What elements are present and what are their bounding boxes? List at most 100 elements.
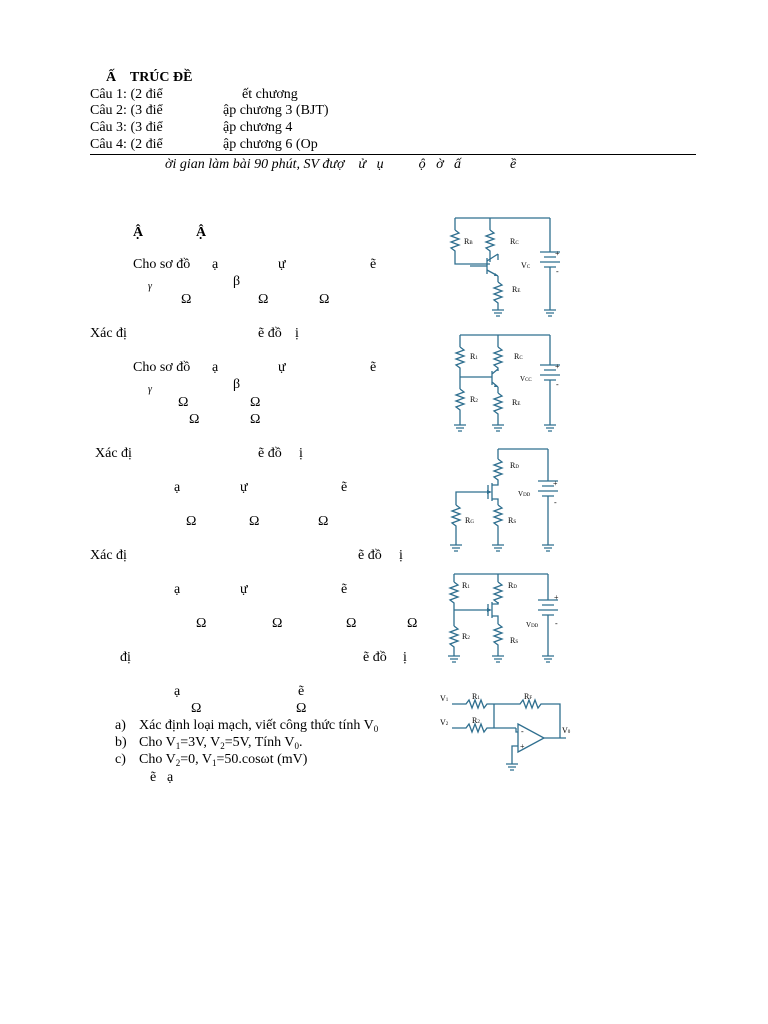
- c5-noninv-sign: +: [520, 742, 525, 751]
- question-3-prefix: Câu 3: (3 điể: [90, 120, 163, 135]
- c2-vcc-label: VCC: [520, 375, 532, 383]
- p5-omega-2: Ω: [296, 701, 307, 716]
- p3-text-3: ẽ: [341, 480, 348, 495]
- p4-text-1: ạ: [174, 582, 181, 597]
- p2-gamma: γ: [148, 384, 152, 395]
- p5-text-2: ẽ: [298, 684, 305, 699]
- p2-omega-3: Ω: [189, 412, 200, 427]
- c4-plus: +: [554, 593, 559, 602]
- c2-rc-label: RC: [514, 352, 523, 361]
- c5-v1-label: V1: [440, 694, 449, 703]
- section-heading-b: Ậ: [196, 225, 207, 240]
- p3-ask-2: ẽ đồ: [358, 548, 382, 563]
- p5-text-1: ạ: [174, 684, 181, 699]
- c5-inv-sign: -: [521, 727, 524, 736]
- p4-ask-1: đị: [120, 650, 131, 665]
- p3-omega-1: Ω: [186, 514, 197, 529]
- p3-text-1: ạ: [174, 480, 181, 495]
- c1-rb-label: RB: [464, 237, 473, 246]
- question-1-rest: ết chương: [242, 87, 298, 102]
- section-heading-a: Ậ: [133, 225, 144, 240]
- p4-omega-1: Ω: [196, 616, 207, 631]
- c2-r2-label: R2: [470, 395, 478, 404]
- p2-text-2: ạ: [212, 360, 219, 375]
- c3-rd-label: RD: [510, 461, 519, 470]
- c4-minus: -: [555, 619, 558, 628]
- item-a-marker: a): [115, 718, 126, 733]
- c2-r1-label: R1: [470, 352, 478, 361]
- exam-title: Ấ TRÚC ĐỀ: [106, 70, 193, 85]
- p2-ask-2: ẽ đồ: [258, 446, 282, 461]
- c3-minus: -: [554, 498, 557, 507]
- item-c-text: Cho V2=0, V1=50.cosωt (mV): [139, 752, 308, 768]
- item-b-marker: b): [115, 735, 127, 750]
- p4-ask-2: ẽ đồ: [363, 650, 387, 665]
- item-a-text: Xác định loại mạch, viết công thức tính …: [139, 718, 379, 734]
- p2-ask-1: Xác đị: [95, 446, 132, 461]
- question-3-rest: ập chương 4: [223, 120, 293, 135]
- c2-re-label: RE: [512, 398, 520, 407]
- p2-omega-1: Ω: [178, 395, 189, 410]
- question-4-rest: ập chương 6 (Op: [223, 137, 318, 152]
- c3-plus: +: [553, 479, 558, 488]
- c3-rs-label: RS: [508, 516, 516, 525]
- p2-text-3: ự: [278, 360, 286, 375]
- c2-minus: -: [556, 380, 559, 389]
- question-4-prefix: Câu 4: (2 điể: [90, 137, 163, 152]
- p1-beta: β: [233, 274, 241, 289]
- p4-text-3: ẽ: [341, 582, 348, 597]
- c3-vdd-label: VDD: [518, 490, 531, 498]
- c4-r2-label: R2: [462, 632, 470, 641]
- header-divider: [90, 154, 696, 155]
- c3-rg-label: RG: [465, 516, 474, 525]
- p4-omega-3: Ω: [346, 616, 357, 631]
- p5-omega-1: Ω: [191, 701, 202, 716]
- p1-text-2: ạ: [212, 257, 219, 272]
- question-1-prefix: Câu 1: (2 điể: [90, 87, 163, 102]
- p1-ask-3: ị: [295, 326, 299, 341]
- c5-v2-label: V2: [440, 718, 449, 727]
- p1-omega-1: Ω: [181, 292, 192, 307]
- c4-rs-label: RS: [510, 636, 518, 645]
- p5-tail-1: ẽ: [150, 770, 157, 785]
- c4-vdd-label: VDD: [526, 621, 539, 629]
- question-2-prefix: Câu 2: (3 điể: [90, 103, 163, 118]
- p1-ask-1: Xác đị: [90, 326, 127, 341]
- c1-vc-label: VC: [521, 261, 531, 270]
- p3-ask-1: Xác đị: [90, 548, 127, 563]
- p4-text-2: ự: [240, 582, 248, 597]
- p2-ask-3: ị: [299, 446, 303, 461]
- c1-re-label: RE: [512, 285, 520, 294]
- p1-gamma: γ: [148, 281, 152, 292]
- item-b-text: Cho V1=3V, V2=5V, Tính V0.: [139, 735, 303, 751]
- p5-tail-2: ạ: [167, 770, 174, 785]
- c4-r1-label: R1: [462, 581, 470, 590]
- p1-ask-2: ẽ đồ: [258, 326, 282, 341]
- c5-vo-label: V0: [562, 726, 571, 735]
- p3-ask-3: ị: [399, 548, 403, 563]
- c5-r2-label: R2: [472, 716, 480, 725]
- c4-rd-label: RD: [508, 581, 517, 590]
- p2-text-4: ẽ: [370, 360, 377, 375]
- p1-text-1: Cho sơ đồ: [133, 257, 191, 272]
- p1-omega-3: Ω: [319, 292, 330, 307]
- p1-omega-2: Ω: [258, 292, 269, 307]
- p2-beta: β: [233, 377, 241, 392]
- c5-rf-label: RF: [524, 692, 532, 701]
- item-c-marker: c): [115, 752, 126, 767]
- circuit-bjt-base-bias: RB RC RE VC + -: [449, 217, 560, 317]
- circuit-opamp: V1 V2 R1 R2 RF V0 - +: [440, 692, 571, 771]
- p3-omega-2: Ω: [249, 514, 260, 529]
- question-2-rest: ập chương 3 (BJT): [223, 103, 329, 118]
- p2-text-1: Cho sơ đồ: [133, 360, 191, 375]
- c1-rc-label: RC: [510, 237, 519, 246]
- p3-omega-3: Ω: [318, 514, 329, 529]
- c1-minus: -: [556, 267, 559, 276]
- circuit-bjt-voltage-divider: R1 RC R2 RE VCC + -: [454, 334, 560, 432]
- p4-omega-2: Ω: [272, 616, 283, 631]
- p1-text-4: ẽ: [370, 257, 377, 272]
- p4-omega-4: Ω: [407, 616, 418, 631]
- p4-ask-3: ị: [403, 650, 407, 665]
- p2-omega-2: Ω: [250, 395, 261, 410]
- exam-note: ời gian làm bài 90 phút, SV đượ ử ụ ộ ờ …: [165, 157, 517, 172]
